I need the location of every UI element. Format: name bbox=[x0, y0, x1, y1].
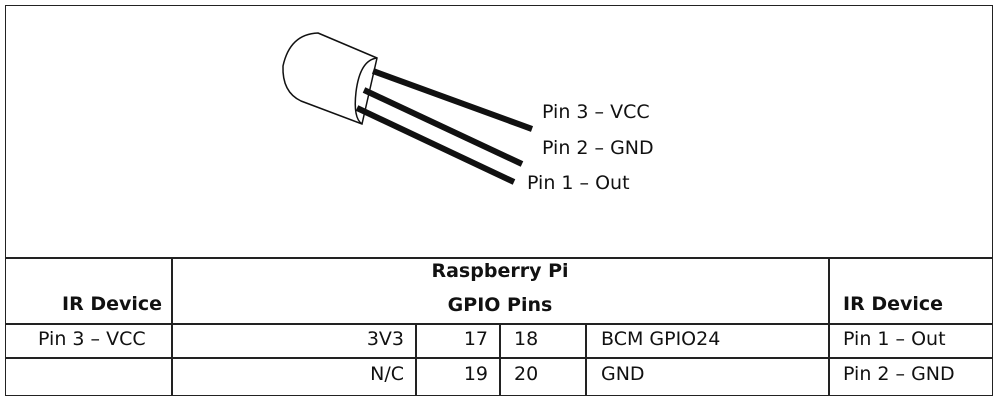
table-divider-col4 bbox=[585, 323, 587, 396]
header-raspberry-pi: Raspberry Pi bbox=[431, 260, 569, 282]
row1-name-right: BCM GPIO24 bbox=[601, 328, 721, 350]
table-divider-left bbox=[171, 257, 173, 396]
row2-pin-left: 19 bbox=[463, 363, 488, 385]
sensor-leg-gnd bbox=[362, 87, 524, 167]
sensor-body bbox=[282, 32, 378, 126]
pin-label-gnd: Pin 2 – GND bbox=[542, 137, 654, 159]
row1-pin-right: 18 bbox=[514, 328, 539, 350]
header-gpio-pins: GPIO Pins bbox=[447, 294, 553, 316]
sensor-leg-out bbox=[355, 105, 516, 185]
pin-label-out: Pin 1 – Out bbox=[527, 172, 630, 194]
row2-ir-right: Pin 2 – GND bbox=[843, 363, 955, 385]
row1-pin-left: 17 bbox=[463, 328, 488, 350]
table-divider-right bbox=[828, 257, 830, 396]
table-top-border bbox=[6, 257, 992, 259]
header-ir-device-right: IR Device bbox=[843, 293, 944, 315]
row1-ir-right: Pin 1 – Out bbox=[843, 328, 946, 350]
table-divider-col2 bbox=[415, 323, 417, 396]
row1-name-left: 3V3 bbox=[366, 328, 404, 350]
row2-name-left: N/C bbox=[370, 363, 404, 385]
pin-label-vcc: Pin 3 – VCC bbox=[542, 101, 650, 123]
sensor-face-edge bbox=[354, 57, 378, 125]
row2-name-right: GND bbox=[601, 363, 645, 385]
row1-ir-left: Pin 3 – VCC bbox=[38, 328, 146, 350]
row2-pin-right: 20 bbox=[514, 363, 539, 385]
table-divider-col3 bbox=[499, 323, 501, 396]
sensor-leg-vcc bbox=[371, 68, 534, 132]
header-ir-device-left: IR Device bbox=[62, 293, 163, 315]
